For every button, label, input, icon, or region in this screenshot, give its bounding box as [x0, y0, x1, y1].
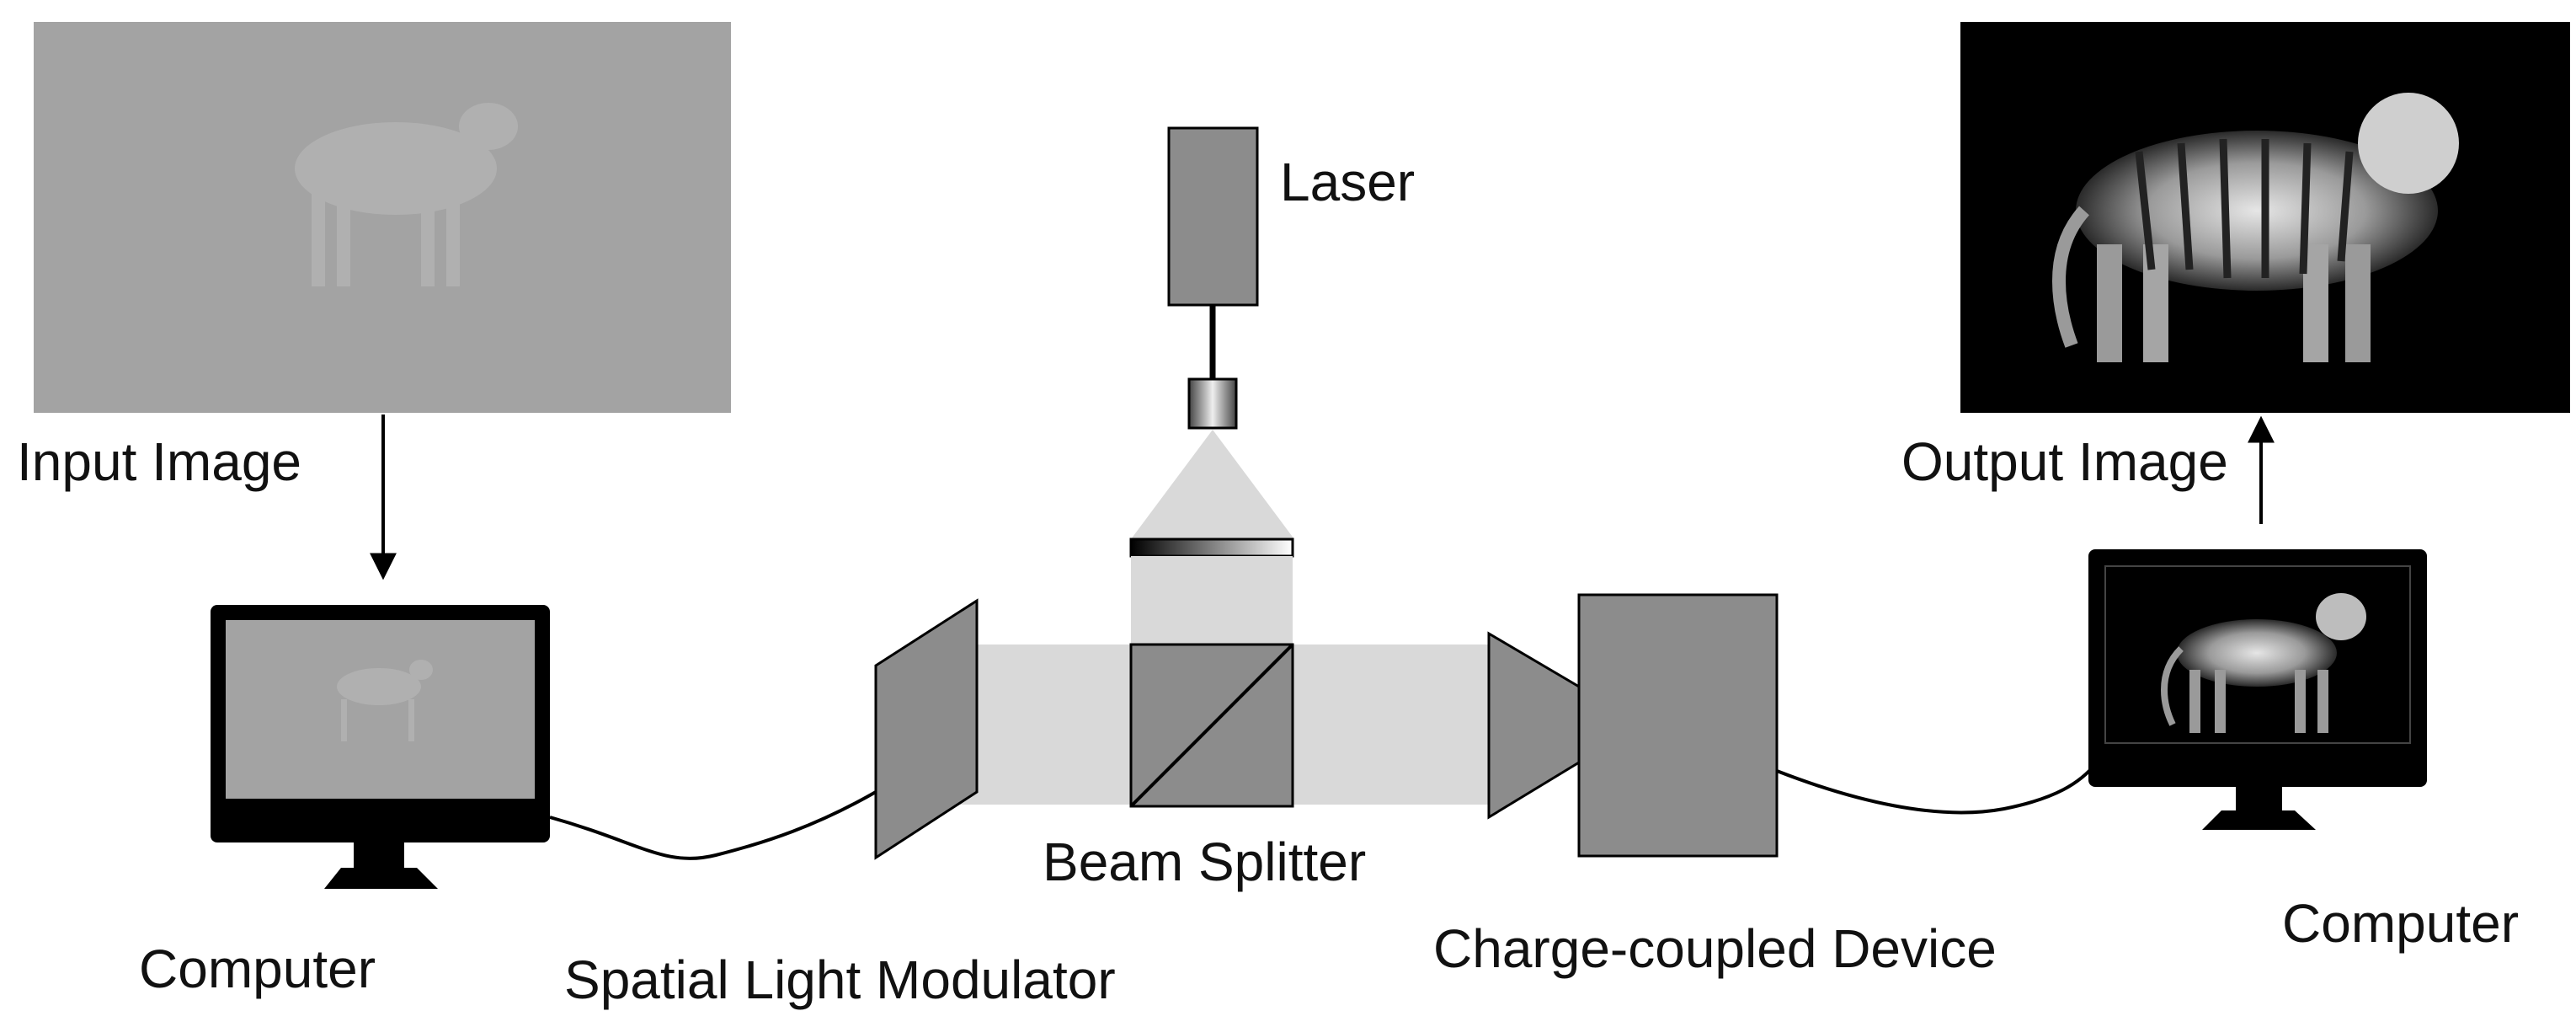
- beam-splitter: [1129, 643, 1294, 808]
- left-monitor-screen: [226, 620, 535, 799]
- expanding-beam: [1131, 430, 1294, 539]
- laser-body: [1167, 126, 1259, 307]
- slm-label: Spatial Light Modulator: [564, 949, 1116, 1010]
- ccd-body: [1577, 593, 1779, 858]
- input-image-label: Input Image: [17, 431, 301, 492]
- collimating-plate: [1129, 538, 1294, 558]
- left-computer: [211, 605, 550, 889]
- output-image-label: Output Image: [1901, 431, 2228, 492]
- beam-splitter-label: Beam Splitter: [1043, 832, 1366, 892]
- right-computer-label: Computer: [2282, 893, 2519, 954]
- left-screen-tiger: [337, 660, 433, 741]
- right-monitor-stand: [2202, 810, 2316, 830]
- cable-right: [1776, 761, 2099, 815]
- laser-label: Laser: [1280, 152, 1415, 212]
- laser-lens: [1187, 377, 1238, 430]
- cable-left: [549, 790, 877, 860]
- left-monitor-stand: [324, 868, 438, 889]
- input-image: [34, 22, 731, 413]
- output-image: [1960, 22, 2570, 413]
- output-tiger-figure: [2052, 93, 2459, 362]
- right-computer: [2088, 549, 2427, 830]
- right-screen-tiger: [2161, 593, 2366, 733]
- left-monitor-neck: [354, 842, 404, 868]
- right-monitor-neck: [2236, 787, 2282, 810]
- left-computer-label: Computer: [139, 939, 376, 999]
- spatial-light-modulator: [874, 598, 979, 860]
- ccd-label: Charge-coupled Device: [1433, 918, 1997, 979]
- vertical-beam: [1131, 556, 1293, 645]
- ccd-lens-cone: [1487, 631, 1581, 820]
- faint-tiger-figure: [295, 103, 518, 286]
